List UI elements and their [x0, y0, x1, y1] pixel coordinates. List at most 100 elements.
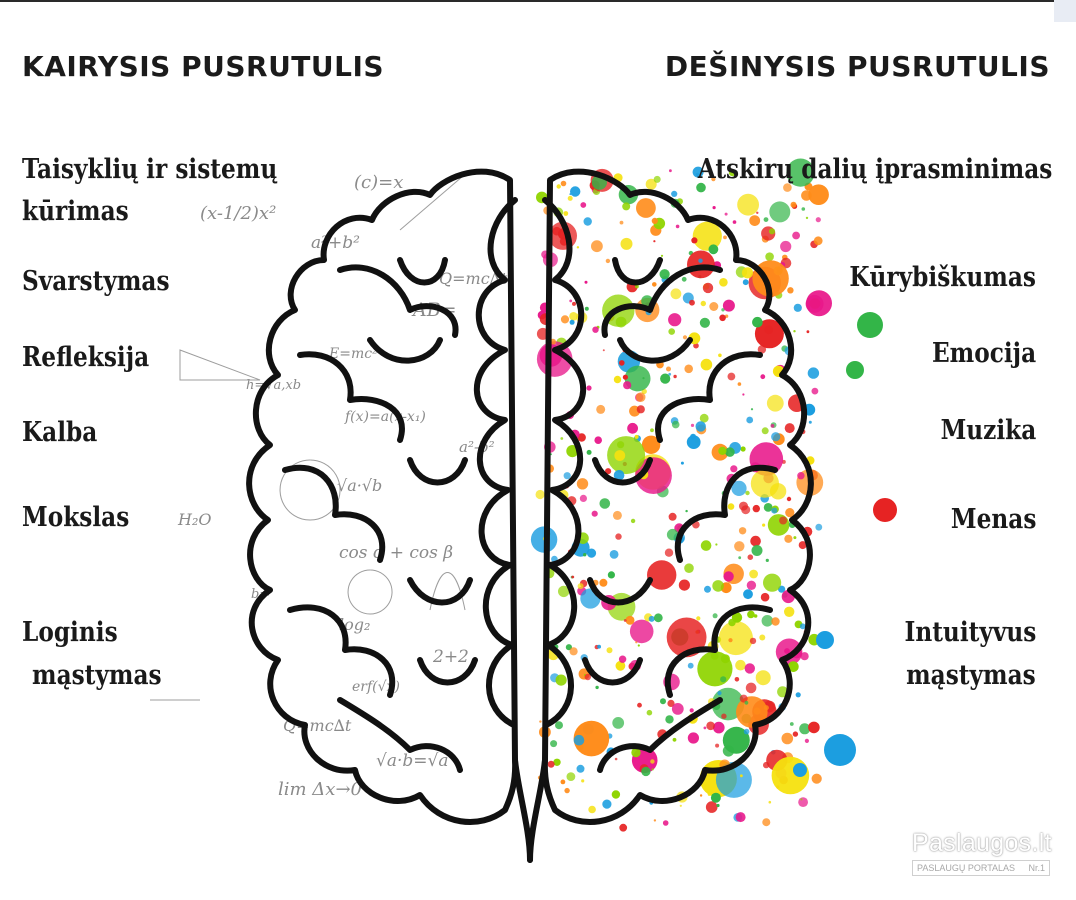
paint-drop — [679, 804, 682, 807]
paint-drop — [793, 536, 797, 540]
paint-drop — [787, 287, 794, 294]
paint-drop — [741, 267, 754, 279]
paint-drop — [645, 178, 657, 190]
paint-drop — [728, 618, 736, 627]
paint-drop — [768, 228, 776, 235]
paint-drop — [698, 258, 703, 263]
math-formula: Q=mc∆t — [283, 716, 352, 735]
right-hemisphere-heading: DEŠINYSIS PUSRUTULIS — [664, 50, 1050, 83]
paint-drop — [708, 244, 719, 255]
paint-drop — [607, 571, 615, 579]
paint-drop — [806, 290, 832, 317]
paint-drop — [761, 427, 769, 435]
paint-drop — [734, 541, 745, 552]
paint-drop — [591, 240, 603, 253]
paint-drop — [597, 644, 601, 649]
paint-drop — [599, 498, 611, 509]
paint-drop — [659, 269, 670, 280]
paint-drop — [813, 236, 823, 246]
paint-drop — [692, 166, 704, 178]
paint-drop — [798, 541, 807, 550]
math-formula: E=mc² — [328, 346, 378, 362]
paint-drop — [800, 798, 803, 801]
paint-drop — [786, 496, 792, 502]
paint-drop — [584, 306, 589, 311]
paint-drop — [550, 740, 558, 748]
paint-drop — [771, 432, 781, 442]
paint-drop — [560, 437, 564, 440]
paint-drop — [622, 374, 629, 380]
paint-drop — [808, 721, 820, 734]
right-label-intuition-line2: mąstymas — [906, 660, 1036, 691]
paint-drop — [684, 364, 693, 374]
paint-drop — [692, 221, 722, 251]
paint-drop — [682, 335, 688, 340]
paint-drop — [793, 330, 796, 333]
paint-drop — [671, 420, 680, 429]
paint-drop — [627, 422, 638, 434]
paint-drop — [620, 237, 633, 250]
paint-drop — [761, 615, 774, 627]
left-label-logic-line2: mąstymas — [32, 660, 162, 691]
paint-drop — [703, 726, 707, 730]
paint-drop — [808, 420, 812, 424]
math-formula: (c)=x — [354, 172, 403, 193]
paint-drop — [754, 319, 784, 349]
watermark-name: Paslaugos.lt — [912, 829, 1052, 857]
paint-drop — [623, 619, 627, 622]
paint-drop — [592, 326, 599, 333]
paint-drop — [614, 450, 626, 461]
paint-drop — [702, 282, 714, 294]
paint-drop — [672, 737, 677, 742]
paint-drop — [753, 707, 761, 715]
paint-drop — [612, 717, 625, 729]
math-formula: log₂ — [339, 615, 370, 634]
paint-drop — [653, 240, 656, 243]
paint-drop — [607, 436, 646, 475]
math-formula: erf(√x) — [352, 679, 400, 695]
paint-drop — [811, 387, 819, 395]
paint-drop — [583, 553, 587, 557]
paint-drop — [669, 169, 672, 173]
paint-drop — [635, 392, 646, 402]
paint-drop — [560, 180, 567, 187]
paint-drop — [799, 723, 811, 735]
paint-drop — [801, 190, 812, 201]
math-formula: a²-b² — [459, 438, 495, 456]
paint-drop — [584, 280, 588, 284]
paint-drop — [678, 579, 691, 591]
paint-drop — [636, 405, 645, 414]
paint-drop — [695, 172, 699, 177]
left-label-reflection: Refleksija — [22, 342, 150, 373]
paint-drop — [753, 614, 758, 618]
paint-drop — [563, 472, 571, 480]
math-formula: H₂O — [177, 510, 211, 529]
paint-drop — [553, 758, 561, 766]
paint-drop — [696, 182, 706, 193]
paint-drop — [718, 621, 753, 656]
paint-drop — [804, 738, 810, 744]
paint-drop — [687, 662, 694, 669]
paint-drop — [732, 220, 737, 224]
paint-drop — [689, 299, 695, 306]
paint-drop — [623, 381, 632, 390]
paint-drop — [573, 734, 585, 746]
paint-drop — [662, 820, 669, 826]
paint-splash — [530, 158, 897, 832]
paint-drop — [798, 797, 808, 807]
paint-drop — [745, 682, 757, 694]
corner-mark — [1054, 0, 1076, 22]
paint-drop — [684, 563, 694, 573]
paint-drop — [718, 353, 722, 358]
paint-drop — [787, 661, 799, 672]
paint-drop — [719, 314, 726, 322]
top-border — [0, 0, 1076, 2]
math-formula: cos α + cos β — [339, 543, 453, 563]
paint-drop — [744, 663, 755, 674]
paint-drop — [619, 220, 624, 225]
paint-drop — [721, 308, 725, 312]
paint-drop — [637, 644, 640, 647]
paint-drop — [720, 676, 727, 683]
left-label-rules-line2: kūrimas — [22, 196, 129, 227]
paint-drop — [784, 423, 795, 434]
